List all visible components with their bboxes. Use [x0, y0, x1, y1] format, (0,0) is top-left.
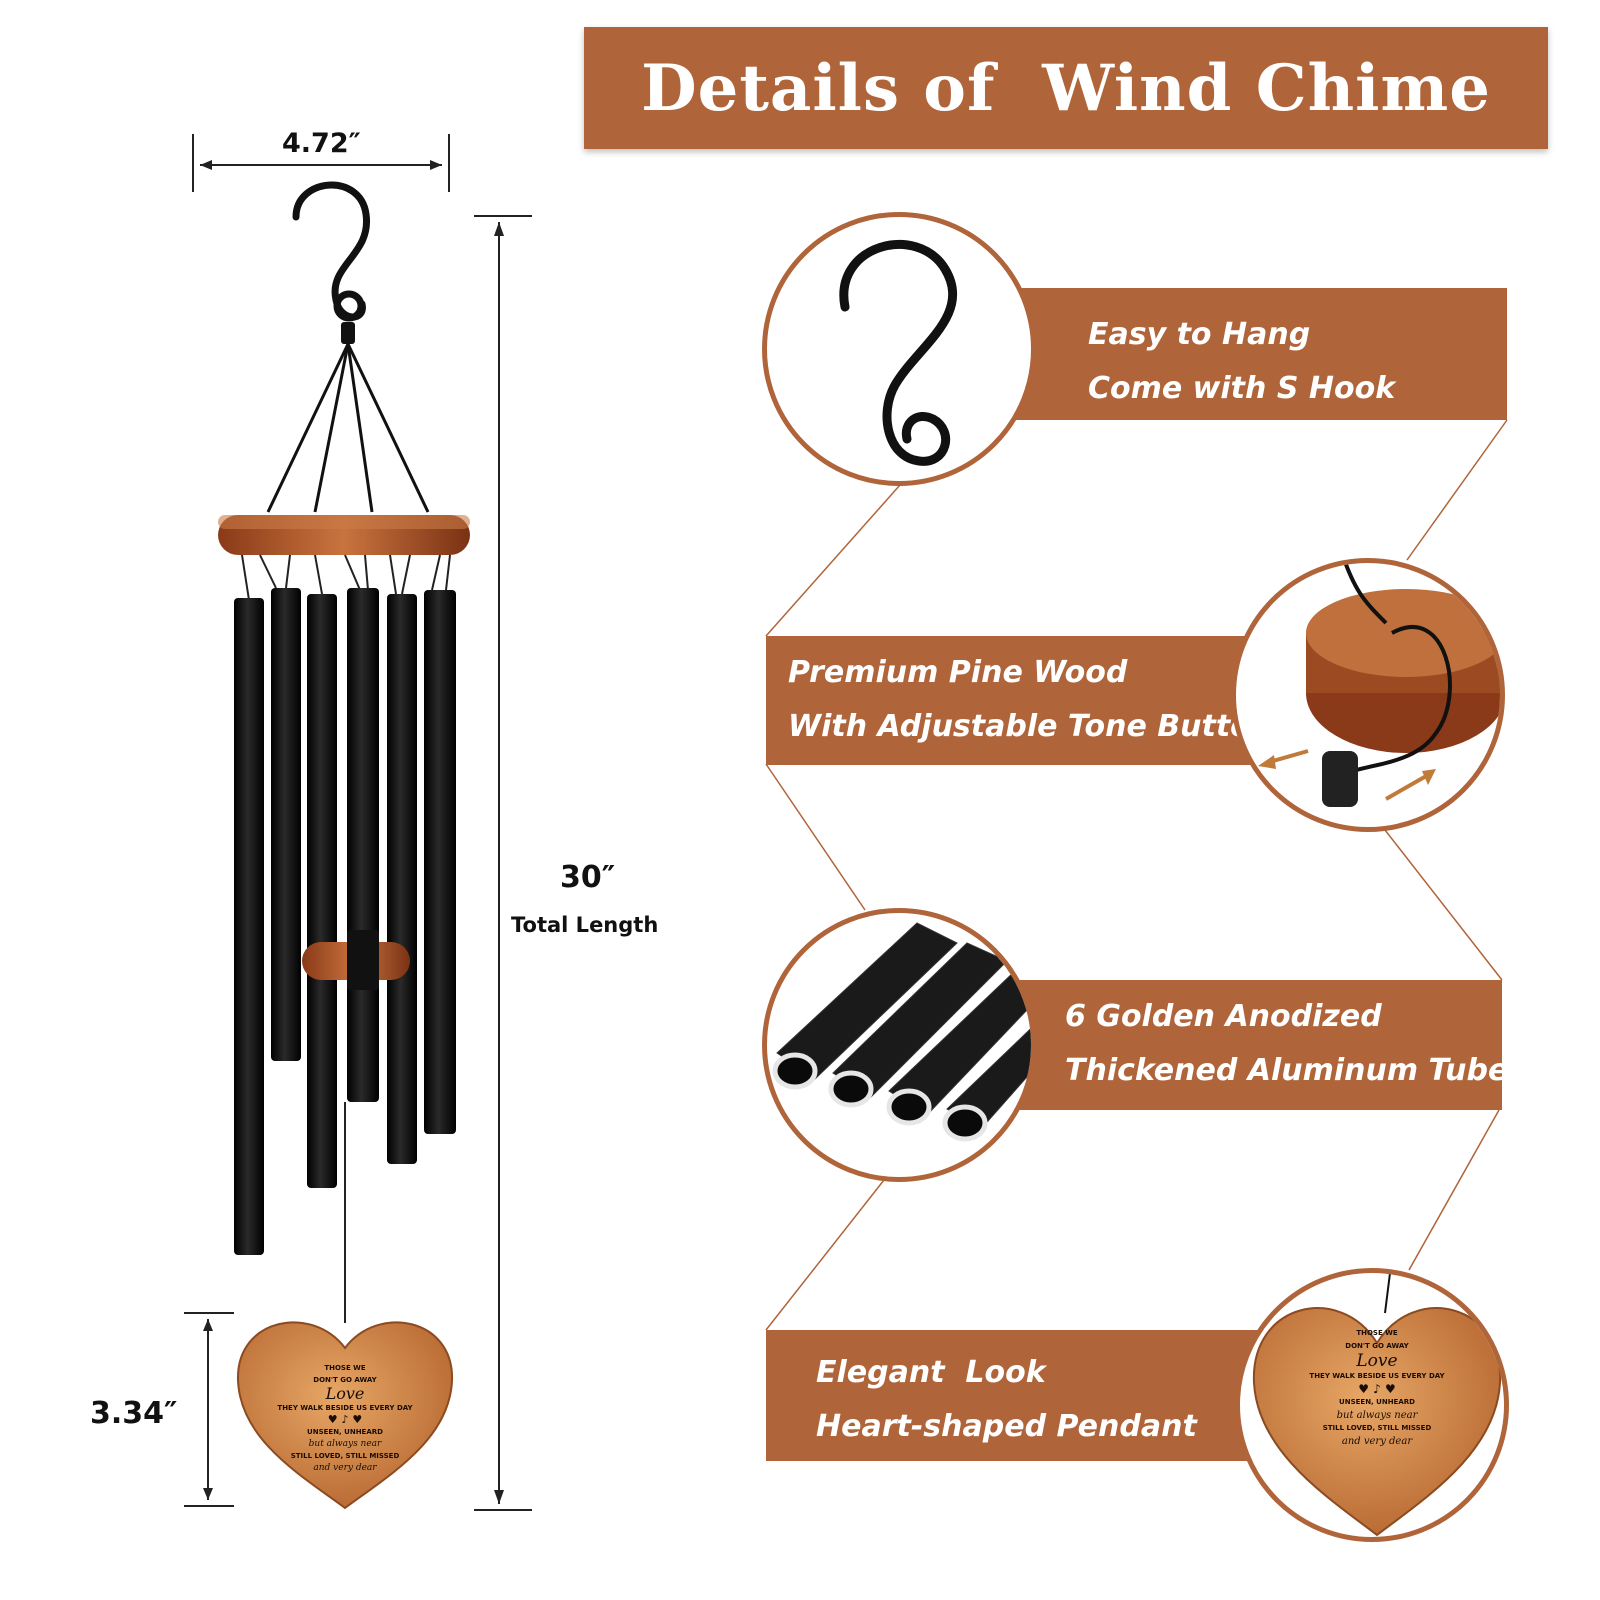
- music-note-icon: ♥ ♪ ♥: [1358, 1382, 1396, 1396]
- feature-wood-line1: Premium Pine Wood: [788, 655, 1128, 690]
- s-hook-icon: [839, 240, 957, 466]
- feature-bar-hook: Easy to Hang Come with S Hook: [1010, 288, 1507, 420]
- feature-hook-line2: Come with S Hook: [1088, 371, 1396, 406]
- feature-bar-tubes: 6 Golden Anodized Thickened Aluminum Tub…: [1005, 980, 1527, 1110]
- hanging-strings: [266, 343, 430, 513]
- pendant-engraving: THOSE WE DON'T GO AWAY Love THEY WALK BE…: [262, 1362, 428, 1474]
- width-label: 4.72″: [282, 128, 361, 159]
- feature-tubes-line2: Thickened Aluminum Tubes: [1065, 1053, 1527, 1088]
- circle-tubes: [762, 908, 1036, 1182]
- height-dimension: [474, 215, 532, 1511]
- height-caption: Total Length: [511, 913, 659, 937]
- feature-hook-line1: Easy to Hang: [1088, 317, 1311, 352]
- swivel-icon: [341, 322, 355, 344]
- title-banner: Details of Wind Chime: [584, 27, 1548, 149]
- striker: [302, 930, 410, 990]
- music-note-icon: ♥ ♪ ♥: [327, 1413, 363, 1426]
- tone-button-icon: [1258, 563, 1500, 807]
- feature-wood-line2: With Adjustable Tone Button: [788, 709, 1273, 744]
- s-hook: [292, 181, 371, 322]
- circle-s-hook: [762, 212, 1036, 486]
- tube-strings: [241, 554, 451, 601]
- feature-bar-wood: Premium Pine Wood With Adjustable Tone B…: [766, 636, 1273, 765]
- pendant-dimension: [184, 1312, 234, 1507]
- banner-title: Details of Wind Chime: [641, 50, 1491, 126]
- circle-wood-button: [1231, 558, 1505, 832]
- heart-pendant-closeup-icon: [1252, 1273, 1502, 1537]
- pendant-script-word: Love: [325, 1384, 365, 1403]
- height-label: 30″: [560, 860, 616, 895]
- feature-pendant-line1: Elegant Look: [816, 1355, 1046, 1390]
- pendant-size-label: 3.34″: [90, 1396, 178, 1431]
- width-dimension: [192, 134, 450, 192]
- wood-ring: [218, 515, 470, 555]
- feature-bar-pendant: Elegant Look Heart-shaped Pendant: [766, 1330, 1267, 1461]
- heart-pendant: [236, 1321, 454, 1510]
- circle-pendant: THOSE WE DON'T GO AWAY Love THEY WALK BE…: [1235, 1268, 1509, 1542]
- feature-tubes-line1: 6 Golden Anodized: [1065, 999, 1382, 1034]
- tubes-closeup-icon: [772, 922, 1031, 1142]
- feature-pendant-line2: Heart-shaped Pendant: [816, 1409, 1197, 1444]
- pendant-closeup-engraving: THOSE WE DON'T GO AWAY Love THEY WALK BE…: [1284, 1327, 1470, 1448]
